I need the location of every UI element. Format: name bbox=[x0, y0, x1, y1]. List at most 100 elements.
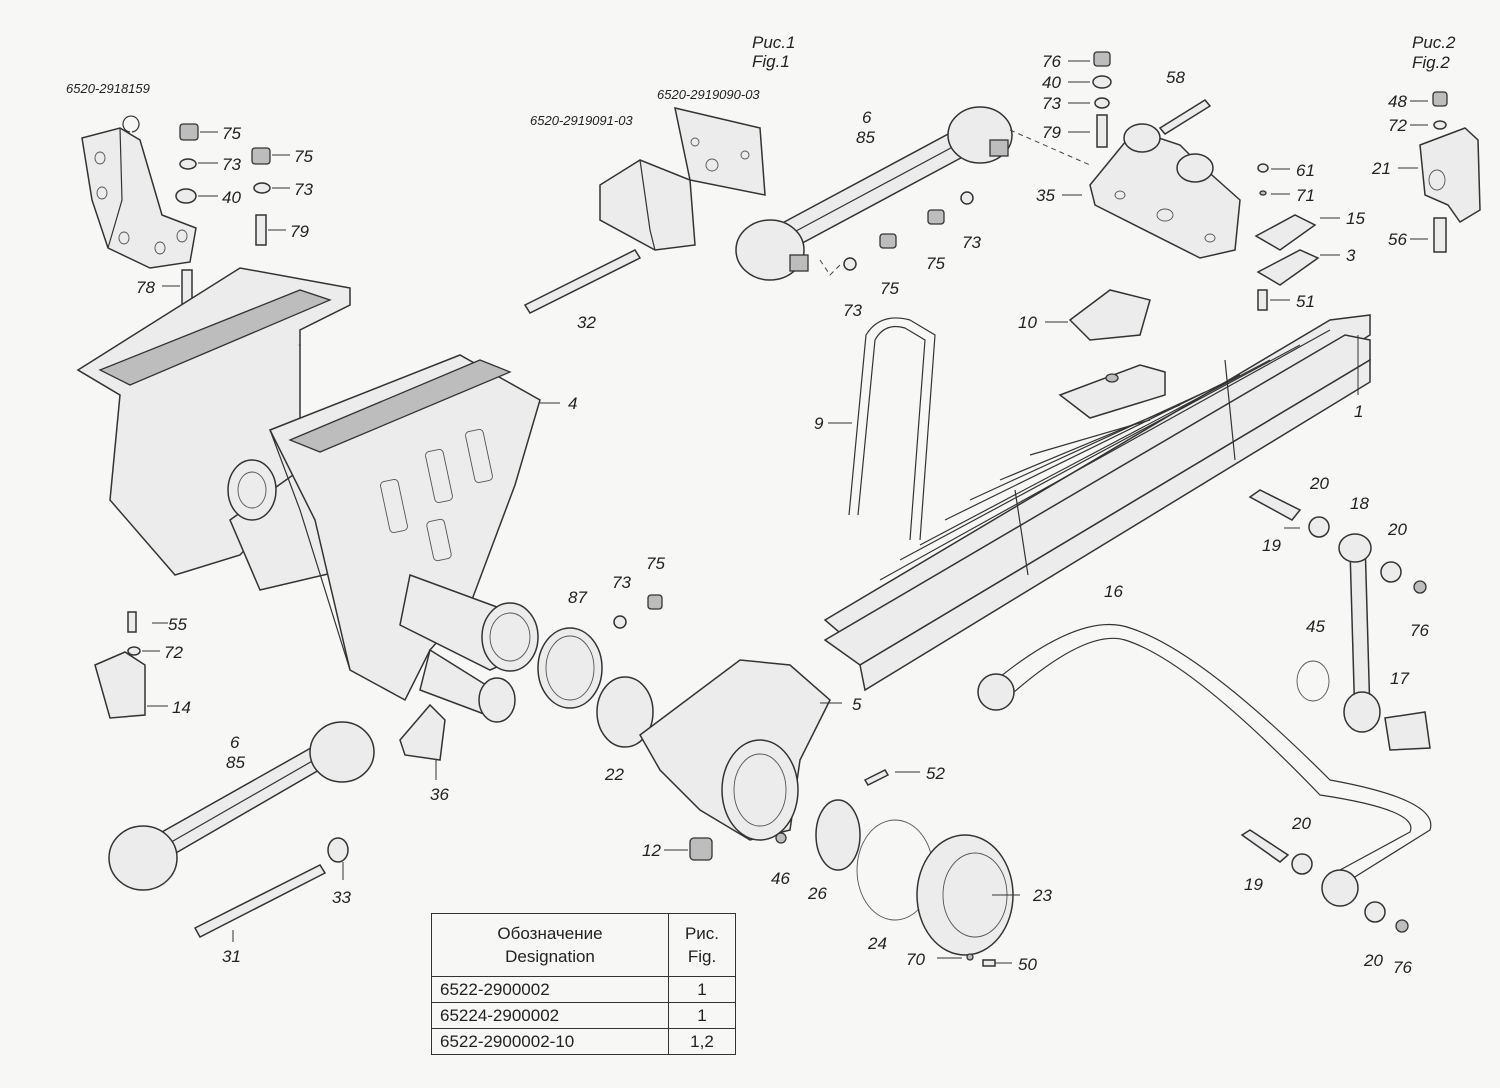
ring-87 bbox=[537, 627, 603, 709]
callout-5: 5 bbox=[852, 695, 862, 714]
assembly-line bbox=[1009, 129, 1091, 166]
hardware-group-left bbox=[175, 123, 271, 305]
torque-rod-upper-drawing bbox=[735, 106, 1013, 281]
callout-52: 52 bbox=[926, 764, 945, 783]
fig-cell: 1 bbox=[668, 1002, 736, 1029]
callout-75: 75 bbox=[294, 147, 313, 166]
callout-20: 20 bbox=[1309, 474, 1329, 493]
callout-40: 40 bbox=[1042, 73, 1061, 92]
fig1-caption-en: Fig.1 bbox=[752, 52, 790, 71]
callout-12: 12 bbox=[642, 841, 661, 860]
washer-73-a bbox=[843, 257, 857, 271]
callout-10: 10 bbox=[1018, 313, 1037, 332]
washer-73-b bbox=[960, 191, 974, 205]
callout-22: 22 bbox=[604, 765, 624, 784]
callout-72: 72 bbox=[164, 643, 183, 662]
bracket-fig1-drawing bbox=[599, 107, 766, 251]
hub-assembly-drawing bbox=[537, 627, 1014, 967]
callout-19: 19 bbox=[1244, 875, 1263, 894]
plates-group bbox=[1254, 163, 1320, 311]
wedge-36-drawing bbox=[399, 703, 446, 761]
callout-15: 15 bbox=[1346, 209, 1365, 228]
callout-6: 6 bbox=[862, 108, 872, 127]
callout-1: 1 bbox=[1354, 402, 1363, 421]
lower-hardware-drawing bbox=[1240, 829, 1409, 933]
designation-cell: 65224-2900002 bbox=[431, 1002, 669, 1029]
designation-table: Обозначение Designation Рис. Fig. 6522-2… bbox=[431, 913, 736, 1055]
callout-55: 55 bbox=[168, 615, 187, 634]
callout-32: 32 bbox=[577, 313, 596, 332]
callout-20: 20 bbox=[1387, 520, 1407, 539]
callout-36: 36 bbox=[430, 785, 449, 804]
designation-cell: 6522-2900002-10 bbox=[431, 1028, 669, 1055]
fig-header-ru: Рис. bbox=[684, 924, 720, 943]
designation-header: Обозначение Designation bbox=[431, 913, 669, 977]
bracket-35-drawing bbox=[1089, 123, 1241, 259]
nut-75-b bbox=[927, 209, 945, 225]
callout-45: 45 bbox=[1306, 617, 1325, 636]
part-number-bracket-fig1-b: 6520-2919090-03 bbox=[657, 87, 760, 102]
callout-70: 70 bbox=[906, 950, 925, 969]
callout-76: 76 bbox=[1410, 621, 1429, 640]
callout-56: 56 bbox=[1388, 230, 1407, 249]
callout-6: 6 bbox=[230, 733, 240, 752]
callout-16: 16 bbox=[1104, 582, 1123, 601]
callout-75: 75 bbox=[926, 254, 945, 273]
callout-76: 76 bbox=[1393, 958, 1412, 977]
balancer-beam-drawing bbox=[76, 267, 541, 723]
callout-33: 33 bbox=[332, 888, 351, 907]
leaf-spring-drawing bbox=[823, 314, 1371, 692]
link-18-drawing bbox=[1248, 489, 1431, 751]
washer-73-drawing bbox=[613, 615, 627, 629]
callout-51: 51 bbox=[1296, 292, 1315, 311]
callout-9: 9 bbox=[814, 414, 824, 433]
callout-21: 21 bbox=[1371, 159, 1391, 178]
callout-14: 14 bbox=[172, 698, 191, 717]
nut-75-a bbox=[879, 233, 897, 249]
pad-10-drawing bbox=[1068, 289, 1151, 341]
bracket-21-drawing bbox=[1419, 91, 1481, 253]
leader-lines bbox=[142, 60, 1428, 964]
callout-40: 40 bbox=[222, 188, 241, 207]
designation-header-en: Designation bbox=[505, 947, 595, 966]
callout-79: 79 bbox=[1042, 123, 1061, 142]
callout-50: 50 bbox=[1018, 955, 1037, 974]
fig-cell: 1 bbox=[668, 976, 736, 1003]
part-number-bracket-left: 6520-2918159 bbox=[66, 81, 150, 96]
callout-17: 17 bbox=[1390, 669, 1409, 688]
callout-20: 20 bbox=[1363, 951, 1383, 970]
callout-19: 19 bbox=[1262, 536, 1281, 555]
fig1-caption-ru: Рис.1 bbox=[752, 33, 795, 52]
callout-71: 71 bbox=[1296, 186, 1315, 205]
callout-85: 85 bbox=[226, 753, 245, 772]
callout-78: 78 bbox=[136, 278, 155, 297]
fig-header-en: Fig. bbox=[687, 947, 717, 966]
callout-76: 76 bbox=[1042, 52, 1061, 71]
callout-24: 24 bbox=[867, 934, 887, 953]
fig2-caption-ru: Рис.2 bbox=[1412, 33, 1456, 52]
callout-4: 4 bbox=[568, 394, 577, 413]
callout-85: 85 bbox=[856, 128, 875, 147]
hardware-group-top bbox=[845, 51, 1212, 652]
callout-72: 72 bbox=[1388, 116, 1407, 135]
callout-73: 73 bbox=[612, 573, 631, 592]
table-row: 65224-2900002 1 bbox=[431, 1002, 736, 1029]
designation-header-ru: Обозначение bbox=[497, 924, 603, 943]
bracket-left-drawing bbox=[81, 115, 197, 269]
callouts: 75 73 75 40 73 79 78 76 40 73 79 58 6 85… bbox=[136, 52, 1429, 977]
clamp-14-drawing bbox=[94, 611, 146, 719]
torque-rod-lower-drawing bbox=[108, 721, 375, 938]
bolt-32-drawing bbox=[523, 249, 642, 314]
callout-61: 61 bbox=[1296, 161, 1315, 180]
table-row: 6522-2900002-10 1,2 bbox=[431, 1028, 736, 1055]
callout-73: 73 bbox=[962, 233, 981, 252]
callout-23: 23 bbox=[1032, 886, 1052, 905]
callout-73: 73 bbox=[843, 301, 862, 320]
callout-48: 48 bbox=[1388, 92, 1407, 111]
table-row: 6522-2900002 1 bbox=[431, 976, 736, 1003]
callout-46: 46 bbox=[771, 869, 790, 888]
callout-75: 75 bbox=[646, 554, 665, 573]
u-bolt-drawing bbox=[848, 317, 936, 541]
callout-73: 73 bbox=[1042, 94, 1061, 113]
